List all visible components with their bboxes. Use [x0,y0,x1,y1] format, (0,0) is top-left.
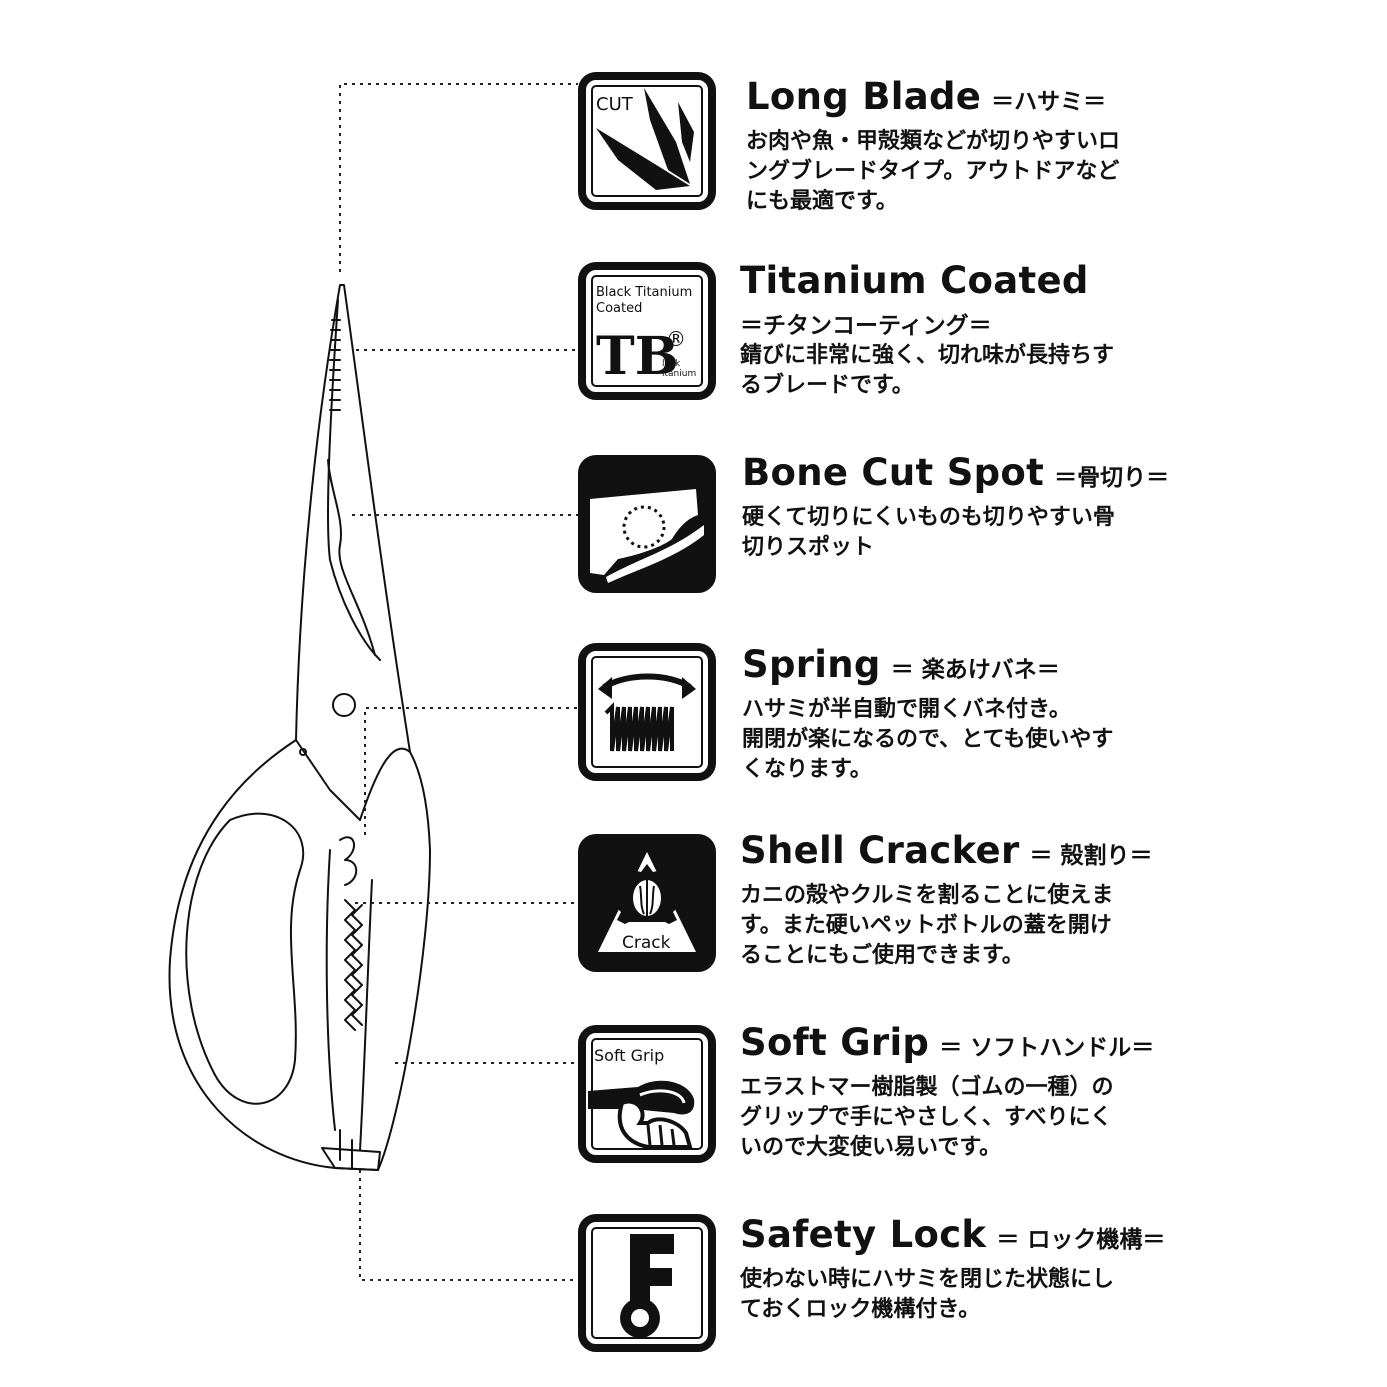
svg-text:Black Titanium: Black Titanium [596,285,692,300]
shell-cracker-icon: Crack [578,834,716,972]
feature-safety-lock: Safety Lock ＝ ロック機構＝ 使わない時にハサミを閉じた状態にし てお… [576,1212,1376,1352]
inner-grip-line [325,849,336,1131]
handle-finger-hole [185,812,305,1105]
outer-handle-outline [168,739,431,1171]
bone-cut-spot-icon [578,455,716,593]
feature-subtitle: ＝ ロック機構＝ [996,1227,1166,1253]
small-rivet [299,748,307,756]
svg-text:Coated: Coated [596,301,642,316]
safety-lock-slider [321,1147,381,1171]
soft-grip-icon: Soft Grip [578,1025,716,1163]
svg-text:TB: TB [596,326,679,387]
leader-spring [364,707,578,835]
feature-title: Shell Cracker [740,829,1020,872]
svg-text:CUT: CUT [596,94,634,115]
blade-edge-line [327,299,381,661]
feature-title: Safety Lock [740,1213,987,1256]
feature-long-blade: Long Blade ＝ハサミ＝ お肉や魚・甲殻類などが切りやすいロ ングブレード… [576,74,1376,214]
feature-spring: Spring ＝ 楽あけバネ＝ ハサミが半自動で開くバネ付き。 開閉が楽になるので… [576,642,1376,782]
feature-titanium-coated: Titanium Coated ＝チタンコーティング＝ 錆びに非常に強く、切れ味… [576,258,1376,398]
feature-description: 錆びに非常に強く、切れ味が長持ちす るブレードです。 [740,343,1115,398]
feature-title: Titanium Coated [740,259,1089,302]
feature-title: Long Blade [746,75,982,118]
feature-soft-grip: Soft Grip ＝ ソフトハンドル＝ エラストマー樹脂製（ゴムの一種）の グリ… [576,1020,1376,1160]
feature-bone-cut-spot: Bone Cut Spot ＝骨切り＝ 硬くて切りにくいものも切りやすい骨 切りス… [576,450,1376,590]
titanium-coated-icon: Black Titanium Coated TB ® lack itanium [578,262,716,400]
svg-text:®: ® [666,327,686,351]
feature-description: 使わない時にハサミを閉じた状態にし ておくロック機構付き。 [740,1267,1115,1322]
feature-description: ハサミが半自動で開くバネ付き。 開閉が楽になるので、とても使いやす くなります。 [742,697,1114,782]
feature-description: 硬くて切りにくいものも切りやすい骨 切りスポット [742,505,1115,560]
feature-subtitle: ＝ ソフトハンドル＝ [939,1035,1155,1061]
shell-cracker-teeth [344,899,356,1031]
shell-cracker-teeth-2 [351,904,363,1026]
svg-text:Crack: Crack [622,933,671,953]
feature-title: Soft Grip [740,1021,930,1064]
feature-subtitle: ＝ハサミ＝ [991,89,1107,115]
feature-title: Spring [742,643,881,686]
svg-text:Soft Grip: Soft Grip [594,1046,664,1065]
feature-title: Bone Cut Spot [742,451,1045,494]
feature-shell-cracker: Shell Cracker ＝ 殻割り＝ カニの殻やクルミを割ることに使えま す。… [576,828,1376,968]
feature-description: カニの殻やクルミを割ることに使えま す。また硬いペットボトルの蓋を開け ることに… [740,883,1114,968]
spring-coil [339,836,358,886]
lock-line [339,1129,353,1169]
spring-icon [578,643,716,781]
feature-description: エラストマー樹脂製（ゴムの一種）の グリップで手にやさしく、すべりにく いので大… [740,1075,1114,1160]
safety-lock-icon [578,1214,716,1352]
blade-serration [329,319,341,411]
feature-description: お肉や魚・甲殻類などが切りやすいロ ングブレードタイプ。アウトドアなど にも最適… [746,129,1121,214]
pivot-circle [332,693,356,717]
upper-blade-outline [295,284,411,821]
long-blade-icon: CUT [578,72,716,210]
feature-subtitle: ＝チタンコーティング＝ [740,313,992,339]
feature-subtitle: ＝骨切り＝ [1054,465,1170,491]
svg-text:lack: lack [662,359,681,369]
bone-cut-notch [327,459,376,656]
feature-subtitle: ＝ 殻割り＝ [1029,843,1153,869]
leader-safety-lock [359,1170,578,1281]
inner-grip-line-2 [359,879,373,1151]
svg-text:itanium: itanium [662,369,696,379]
feature-subtitle: ＝ 楽あけバネ＝ [890,657,1060,683]
leader-long-blade [339,83,578,272]
